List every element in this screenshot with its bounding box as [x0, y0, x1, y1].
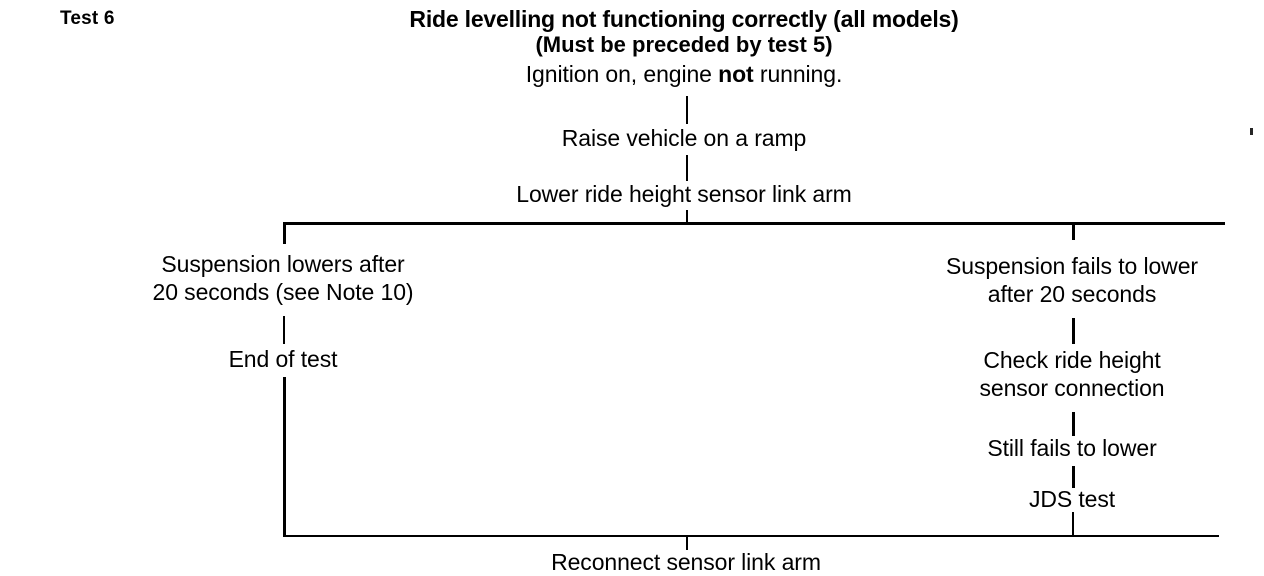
test-number-label: Test 6 [60, 8, 115, 29]
connector-left-to-bottom-rail [283, 377, 286, 537]
connector-ignition-to-raise [686, 96, 688, 124]
left-branch-outcome: Suspension lowers after 20 seconds (see … [33, 250, 533, 306]
step-lower-link-arm: Lower ride height sensor link arm [516, 181, 852, 207]
right-branch-check-line2: sensor connection [979, 375, 1165, 402]
right-branch-check-line1: Check ride height [983, 347, 1161, 373]
connector-right-outcome-to-check [1072, 318, 1075, 344]
left-branch-end-of-test: End of test [228, 346, 338, 372]
step-ignition-emphasis: not [718, 61, 754, 87]
step-ignition: Ignition on, engine not running. [284, 60, 1084, 88]
connector-check-to-still-fails [1072, 412, 1075, 436]
step-raise-vehicle: Raise vehicle on a ramp [561, 125, 807, 151]
left-branch-outcome-line2: 20 seconds (see Note 10) [152, 279, 414, 306]
connector-jds-to-bottom-rail [1072, 512, 1074, 536]
connector-lower-to-split [686, 210, 688, 224]
step-reconnect-link-arm: Reconnect sensor link arm [551, 549, 821, 575]
right-branch-still-fails: Still fails to lower [987, 435, 1157, 461]
right-branch-outcome: Suspension fails to lower after 20 secon… [872, 252, 1264, 308]
connector-bottom-rail-to-reconnect [686, 536, 688, 550]
connector-split-to-right-branch [1072, 224, 1075, 240]
right-branch-jds-test: JDS test [1028, 486, 1116, 512]
step-ignition-prefix: Ignition on, engine [525, 61, 719, 87]
chart-subtitle: (Must be preceded by test 5) [535, 32, 833, 57]
connector-left-outcome-to-end [283, 316, 285, 344]
connector-split-to-left-branch [283, 222, 286, 244]
left-branch-outcome-line1: Suspension lowers after [161, 251, 405, 277]
scan-artifact-speck [1250, 128, 1253, 135]
join-rail-bottom [283, 535, 1219, 537]
right-branch-outcome-line1: Suspension fails to lower [946, 253, 1198, 279]
connector-still-fails-to-jds [1072, 466, 1075, 488]
connector-raise-to-lower [686, 155, 688, 181]
right-branch-check-connection: Check ride height sensor connection [872, 346, 1264, 402]
chart-title: Ride levelling not functioning correctly… [409, 6, 959, 32]
right-branch-outcome-line2: after 20 seconds [987, 281, 1157, 308]
step-ignition-suffix: running. [753, 61, 843, 87]
split-rail-top [283, 222, 1225, 225]
